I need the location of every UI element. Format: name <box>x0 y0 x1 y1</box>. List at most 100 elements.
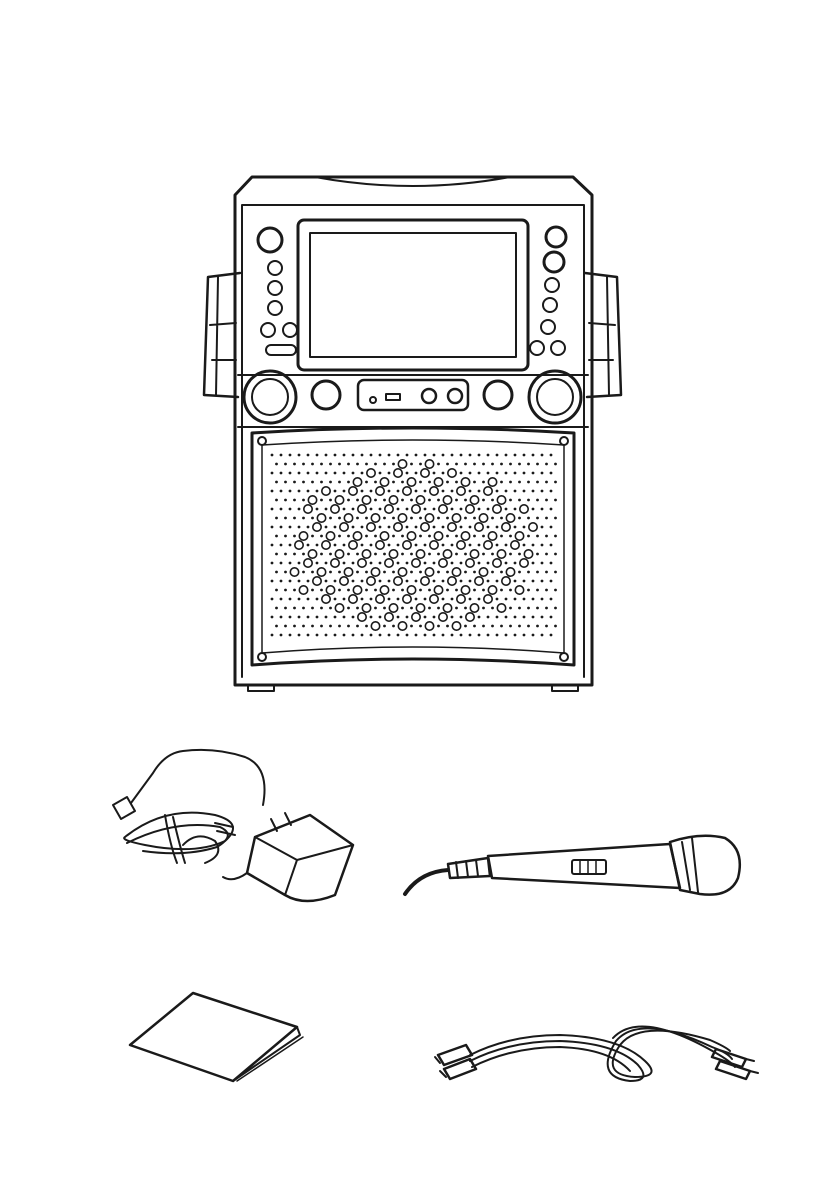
grille-hole <box>514 562 517 565</box>
grille-hole <box>500 517 503 520</box>
grille-hole <box>554 625 557 628</box>
grille-hole <box>397 454 400 457</box>
grille-hole <box>487 580 490 583</box>
grille-hole <box>338 517 341 520</box>
grille-hole <box>320 481 323 484</box>
grille-hole <box>388 598 391 601</box>
grille-hole <box>298 490 301 493</box>
grille-hole <box>308 496 316 504</box>
grille-hole <box>293 517 296 520</box>
grille-hole <box>506 568 514 576</box>
grille-hole <box>442 544 445 547</box>
grille-hole <box>307 472 310 475</box>
grille-hole <box>509 499 512 502</box>
grille-hole <box>415 472 418 475</box>
grille-hole <box>388 580 391 583</box>
grille-hole <box>406 508 409 511</box>
grille-hole <box>415 490 418 493</box>
grille-hole <box>271 580 274 583</box>
grille-hole <box>311 625 314 628</box>
grille-hole <box>397 562 400 565</box>
grille-hole <box>491 499 494 502</box>
grille-hole <box>416 604 424 612</box>
grille-hole <box>523 616 526 619</box>
grille-hole <box>550 580 553 583</box>
grille-hole <box>496 454 499 457</box>
grille-hole <box>514 634 517 637</box>
grille-hole <box>379 616 382 619</box>
grille-hole <box>475 523 483 531</box>
grille-hole <box>322 487 330 495</box>
grille-hole <box>385 559 393 567</box>
grille-hole <box>376 595 384 603</box>
grille-hole <box>455 463 458 466</box>
grille-hole <box>389 550 397 558</box>
grille-hole <box>392 625 395 628</box>
grille-hole <box>289 580 292 583</box>
grille-hole <box>343 544 346 547</box>
grille-hole <box>371 622 379 630</box>
grille-hole <box>451 544 454 547</box>
grille-hole <box>470 550 478 558</box>
grille-hole <box>466 613 474 621</box>
grille-hole <box>338 481 341 484</box>
grille-hole <box>289 526 292 529</box>
grille-hole <box>349 595 357 603</box>
grille-hole <box>509 589 512 592</box>
microphone-illustration <box>400 820 745 905</box>
grille-hole <box>352 454 355 457</box>
grille-hole <box>334 616 337 619</box>
grille-hole <box>469 598 472 601</box>
grille-hole <box>439 505 447 513</box>
grille-hole <box>550 544 553 547</box>
grille-hole <box>329 463 332 466</box>
grille-hole <box>514 598 517 601</box>
grille-hole <box>518 499 521 502</box>
grille-hole <box>284 499 287 502</box>
grille-hole <box>464 463 467 466</box>
grille-hole <box>523 472 526 475</box>
grille-hole <box>437 607 440 610</box>
grille-hole <box>415 634 418 637</box>
grille-hole <box>487 616 490 619</box>
grille-hole <box>484 487 492 495</box>
grille-hole <box>284 481 287 484</box>
grille-hole <box>523 544 526 547</box>
grille-hole <box>433 472 436 475</box>
grille-hole <box>326 586 334 594</box>
grille-hole <box>398 568 406 576</box>
grille-hole <box>532 616 535 619</box>
grille-hole <box>397 598 400 601</box>
grille-hole <box>307 544 310 547</box>
grille-hole <box>325 616 328 619</box>
grille-hole <box>482 535 485 538</box>
grille-hole <box>437 571 440 574</box>
grille-hole <box>460 580 463 583</box>
grille-hole <box>433 580 436 583</box>
grille-hole <box>475 577 483 585</box>
grille-hole <box>289 598 292 601</box>
grille-hole <box>284 625 287 628</box>
grille-hole <box>419 535 422 538</box>
grille-hole <box>280 580 283 583</box>
grille-hole <box>509 553 512 556</box>
grille-hole <box>541 472 544 475</box>
grille-hole <box>523 526 526 529</box>
grille-hole <box>518 463 521 466</box>
grille-hole <box>307 490 310 493</box>
grille-hole <box>353 532 361 540</box>
grille-hole <box>334 544 337 547</box>
grille-hole <box>541 544 544 547</box>
grille-hole <box>532 508 535 511</box>
grille-hole <box>392 589 395 592</box>
grille-hole <box>356 517 359 520</box>
grille-hole <box>298 454 301 457</box>
grille-hole <box>457 487 465 495</box>
grille-hole <box>509 463 512 466</box>
grille-hole <box>352 562 355 565</box>
grille-hole <box>514 616 517 619</box>
grille-hole <box>356 571 359 574</box>
grille-hole <box>469 544 472 547</box>
grille-hole <box>311 571 314 574</box>
grille-hole <box>325 508 328 511</box>
